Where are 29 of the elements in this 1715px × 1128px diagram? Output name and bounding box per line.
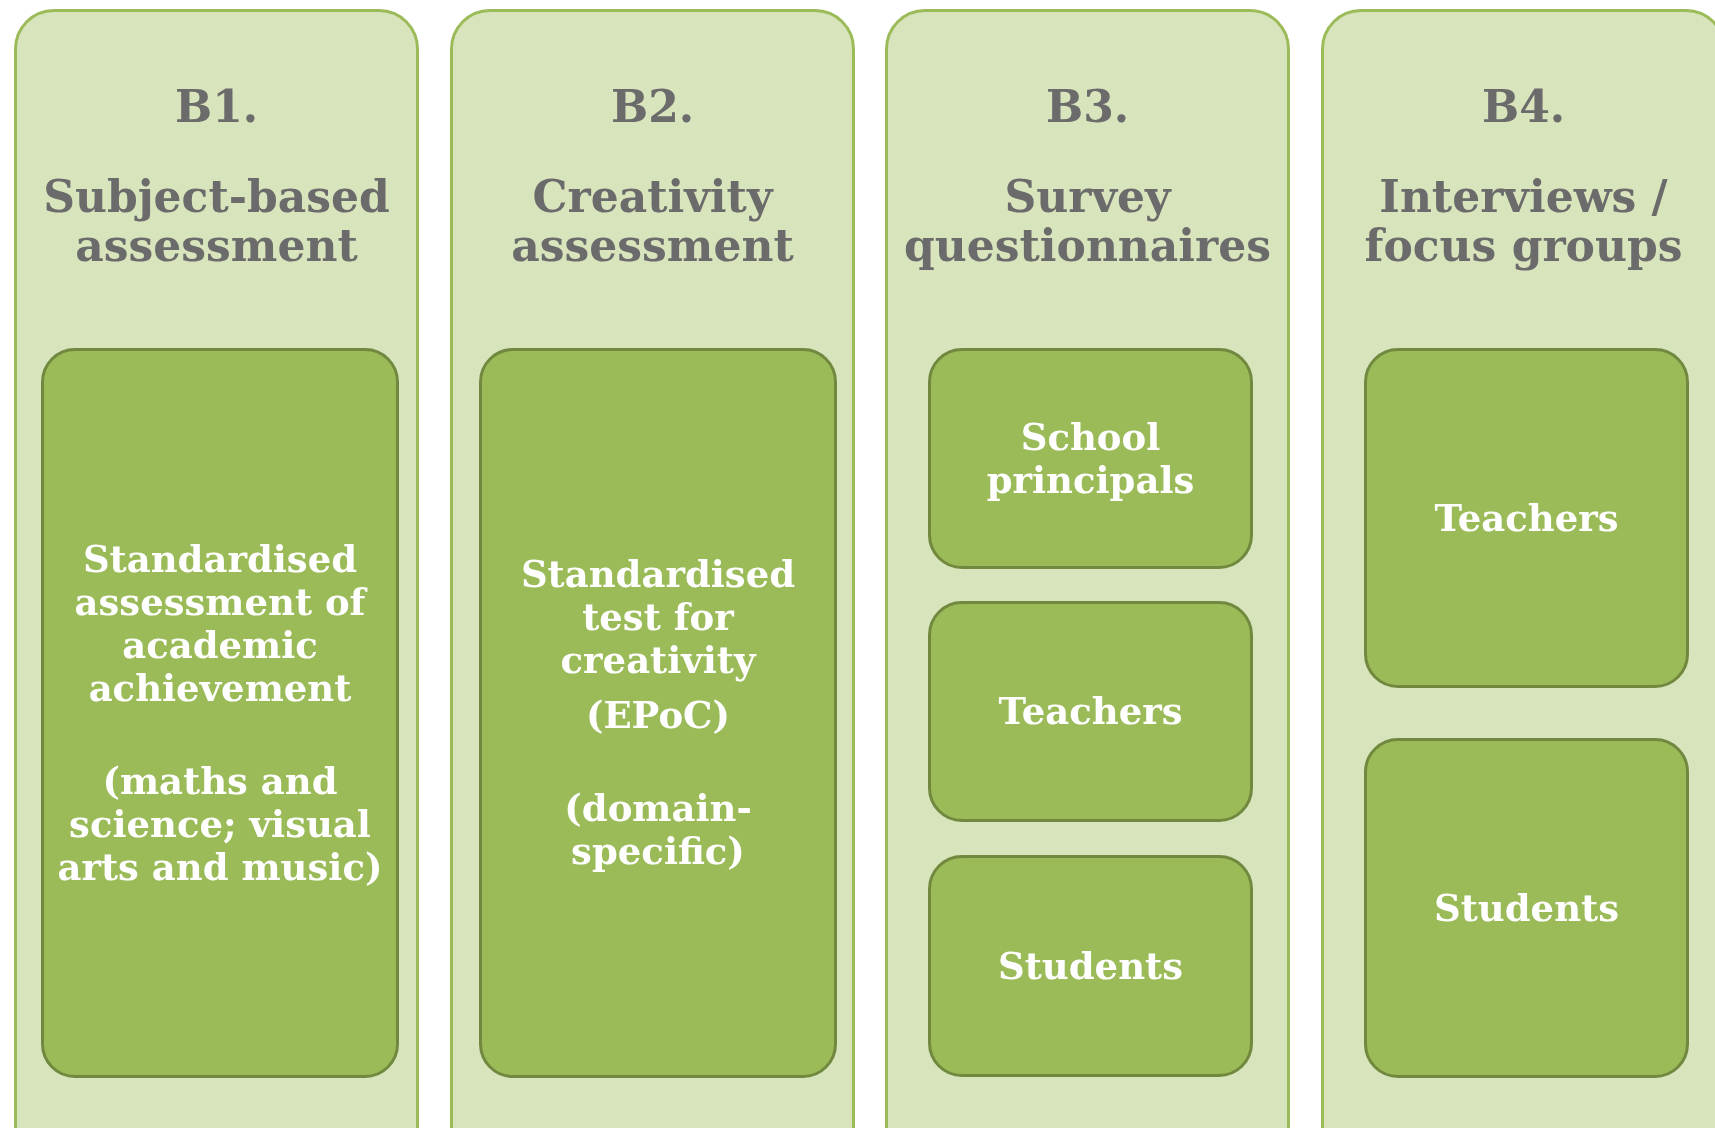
category-panel — [450, 9, 855, 1128]
panel-code: B1. — [173, 82, 260, 131]
item-box — [928, 855, 1253, 1077]
category-panel — [14, 9, 419, 1128]
item-box — [479, 348, 837, 1078]
item-box — [1364, 738, 1689, 1078]
panel-code: B2. — [609, 82, 696, 131]
panel-title: Creativity assessment — [510, 172, 795, 270]
panel-code: B4. — [1480, 82, 1567, 131]
category-panel — [1321, 9, 1715, 1128]
item-box — [41, 348, 399, 1078]
item-text: (domain-specific) — [563, 787, 753, 873]
item-box — [928, 348, 1253, 569]
item-box — [1364, 348, 1689, 688]
item-text: Students — [998, 944, 1183, 988]
item-text: Teachers — [1434, 496, 1619, 540]
panel-title: Survey questionnaires — [902, 172, 1273, 270]
item-text: (maths and science; visual arts and music) — [56, 759, 384, 889]
item-text: Teachers — [998, 690, 1183, 733]
panel-title: Interviews / focus groups — [1363, 172, 1684, 270]
category-panel — [885, 9, 1290, 1128]
item-text: Standardised test for creativity — [519, 553, 797, 682]
item-text: School principals — [985, 415, 1196, 502]
item-text: Students — [1434, 886, 1619, 930]
item-box — [928, 601, 1253, 822]
panel-title: Subject-based assessment — [42, 172, 391, 270]
item-text: (EPoC) — [585, 694, 731, 737]
panel-code: B3. — [1044, 82, 1131, 131]
item-text: Standardised assessment of academic achievement — [73, 537, 369, 710]
